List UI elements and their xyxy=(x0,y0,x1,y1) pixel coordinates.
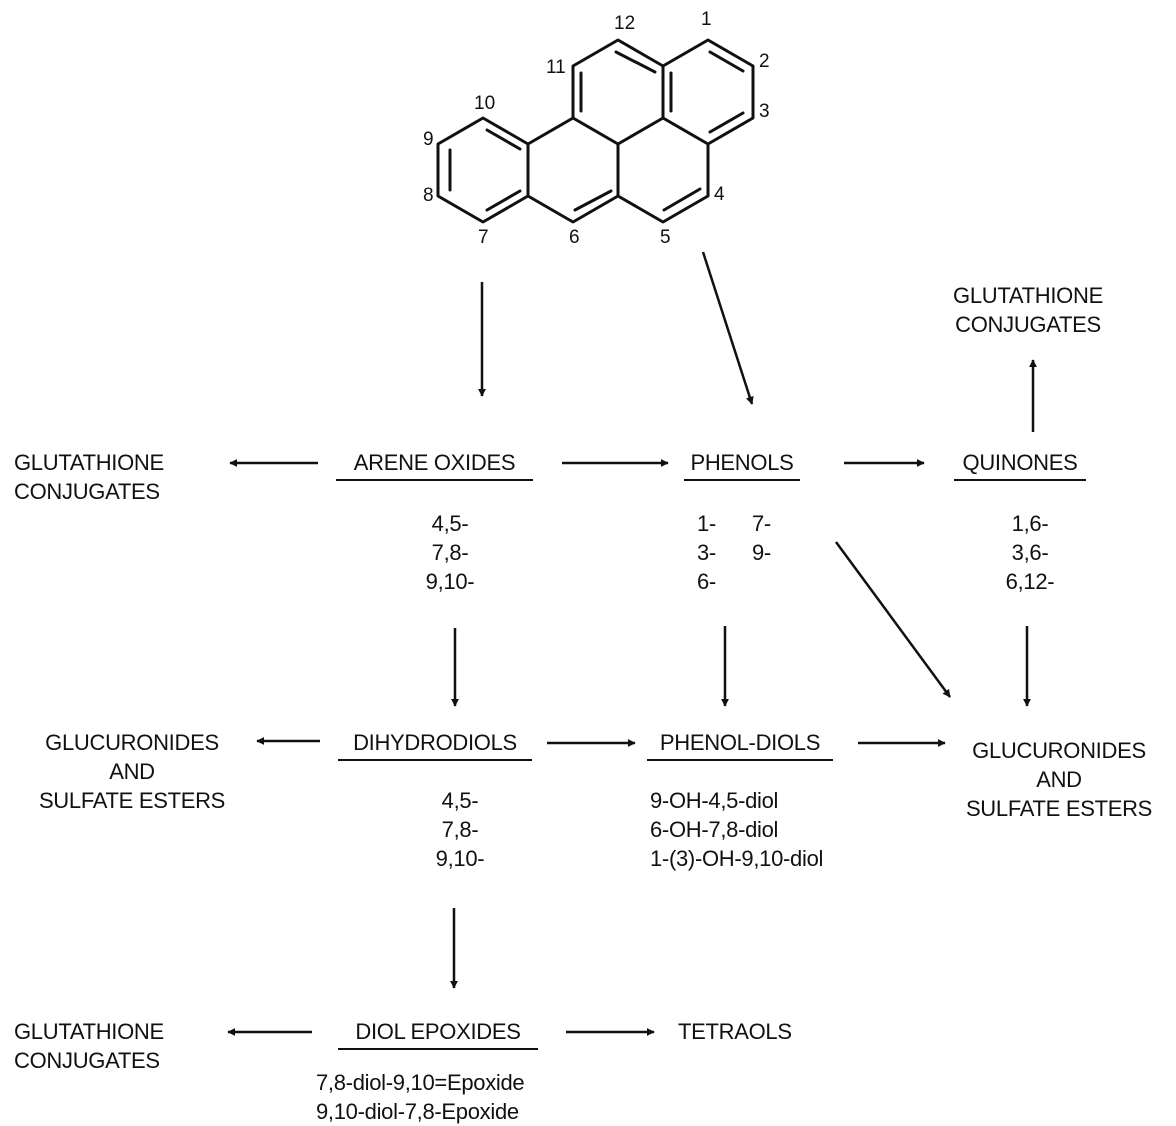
position-9: 9 xyxy=(423,129,434,150)
list-item: 9,10- xyxy=(425,569,475,594)
benzopyrene-structure xyxy=(436,38,755,224)
list-item: 7,8- xyxy=(441,817,479,842)
diol-epoxides-heading: DIOL EPOXIDES xyxy=(338,1017,538,1050)
position-12: 12 xyxy=(614,13,636,34)
quinones-heading: QUINONES xyxy=(954,448,1086,481)
list-item: 9,10-diol-7,8-Epoxide xyxy=(316,1099,519,1124)
phenols-heading: PHENOLS xyxy=(684,448,800,481)
quinones-list: 1,6- 3,6- 6,12- xyxy=(985,509,1075,596)
dihydrodiols-heading: DIHYDRODIOLS xyxy=(338,728,532,761)
double-bond xyxy=(614,50,657,74)
label-line: SULFATE ESTERS xyxy=(965,796,1153,821)
arene-oxides-heading: ARENE OXIDES xyxy=(336,448,533,481)
dihydrodiols-list: 4,5- 7,8- 9,10- xyxy=(415,786,505,873)
list-item: 3,6- xyxy=(1011,540,1049,565)
label-line: GLUTATHIONE xyxy=(14,1019,164,1044)
label-line: AND xyxy=(1036,767,1082,792)
double-bond xyxy=(708,111,745,134)
double-bond xyxy=(485,189,522,212)
list-item: 4,5- xyxy=(441,788,479,813)
list-item: 7,8- xyxy=(431,540,469,565)
list-item: 6- xyxy=(697,569,716,594)
list-item: 4,5- xyxy=(431,511,469,536)
list-item: 1-(3)-OH-9,10-diol xyxy=(650,846,824,871)
list-item: 9-OH-4,5-diol xyxy=(650,788,779,813)
list-item: 1- xyxy=(697,511,716,536)
label-line: CONJUGATES xyxy=(14,479,160,504)
position-7: 7 xyxy=(478,227,489,248)
bond-internal xyxy=(661,116,710,146)
phenols-list-col1: 1- 3- 6- xyxy=(697,509,716,596)
list-item: 9,10- xyxy=(435,846,485,871)
list-item: 7,8-diol-9,10=Epoxide xyxy=(316,1070,525,1095)
position-1: 1 xyxy=(701,9,712,30)
position-6: 6 xyxy=(569,227,580,248)
glucuronides-sulfate-right: GLUCURONIDES AND SULFATE ESTERS xyxy=(946,736,1172,823)
label-line: GLUCURONIDES xyxy=(45,730,219,755)
position-11: 11 xyxy=(546,57,566,78)
label-line: GLUTATHIONE xyxy=(14,450,164,475)
position-5: 5 xyxy=(660,227,671,248)
list-item: 9- xyxy=(752,540,771,565)
phenol-diols-heading: PHENOL-DIOLS xyxy=(647,728,833,761)
label-line: AND xyxy=(109,759,155,784)
list-item: 7- xyxy=(752,511,771,536)
label-line: CONJUGATES xyxy=(955,312,1101,337)
bond-internal xyxy=(616,116,665,146)
list-item: 3- xyxy=(697,540,716,565)
position-8: 8 xyxy=(423,185,434,206)
position-2: 2 xyxy=(759,51,770,72)
label-line: SULFATE ESTERS xyxy=(38,788,226,813)
double-bond xyxy=(662,187,702,212)
phenols-list-col2: 7- 9- xyxy=(752,509,771,567)
list-item: 6,12- xyxy=(1005,569,1055,594)
double-bond xyxy=(485,128,522,151)
arene-oxides-list: 4,5- 7,8- 9,10- xyxy=(405,509,495,596)
position-4: 4 xyxy=(714,184,725,205)
glutathione-conjugates-bottom: GLUTATHIONE CONJUGATES xyxy=(14,1017,164,1075)
list-item: 1,6- xyxy=(1011,511,1049,536)
arrows xyxy=(227,251,1037,1036)
label-line: GLUTATHIONE xyxy=(953,283,1103,308)
double-bond xyxy=(708,50,745,73)
bond-internal xyxy=(571,116,620,146)
position-3: 3 xyxy=(759,101,770,122)
position-10: 10 xyxy=(474,93,496,114)
double-bond xyxy=(573,189,613,212)
tetraols-label: TETRAOLS xyxy=(678,1019,792,1044)
glutathione-conjugates-top: GLUTATHIONE CONJUGATES xyxy=(930,281,1126,339)
glucuronides-sulfate-left: GLUCURONIDES AND SULFATE ESTERS xyxy=(12,728,252,815)
diol-epoxides-list: 7,8-diol-9,10=Epoxide 9,10-diol-7,8-Epox… xyxy=(316,1068,525,1126)
label-line: CONJUGATES xyxy=(14,1048,160,1073)
list-item: 6-OH-7,8-diol xyxy=(650,817,779,842)
arrow-structure-to-phenols xyxy=(701,251,754,405)
phenol-diols-list: 9-OH-4,5-diol 6-OH-7,8-diol 1-(3)-OH-9,1… xyxy=(650,786,823,873)
arrow-phenols-to-glucuronides xyxy=(834,541,952,698)
label-line: GLUCURONIDES xyxy=(972,738,1146,763)
glutathione-conjugates-left: GLUTATHIONE CONJUGATES xyxy=(14,448,164,506)
